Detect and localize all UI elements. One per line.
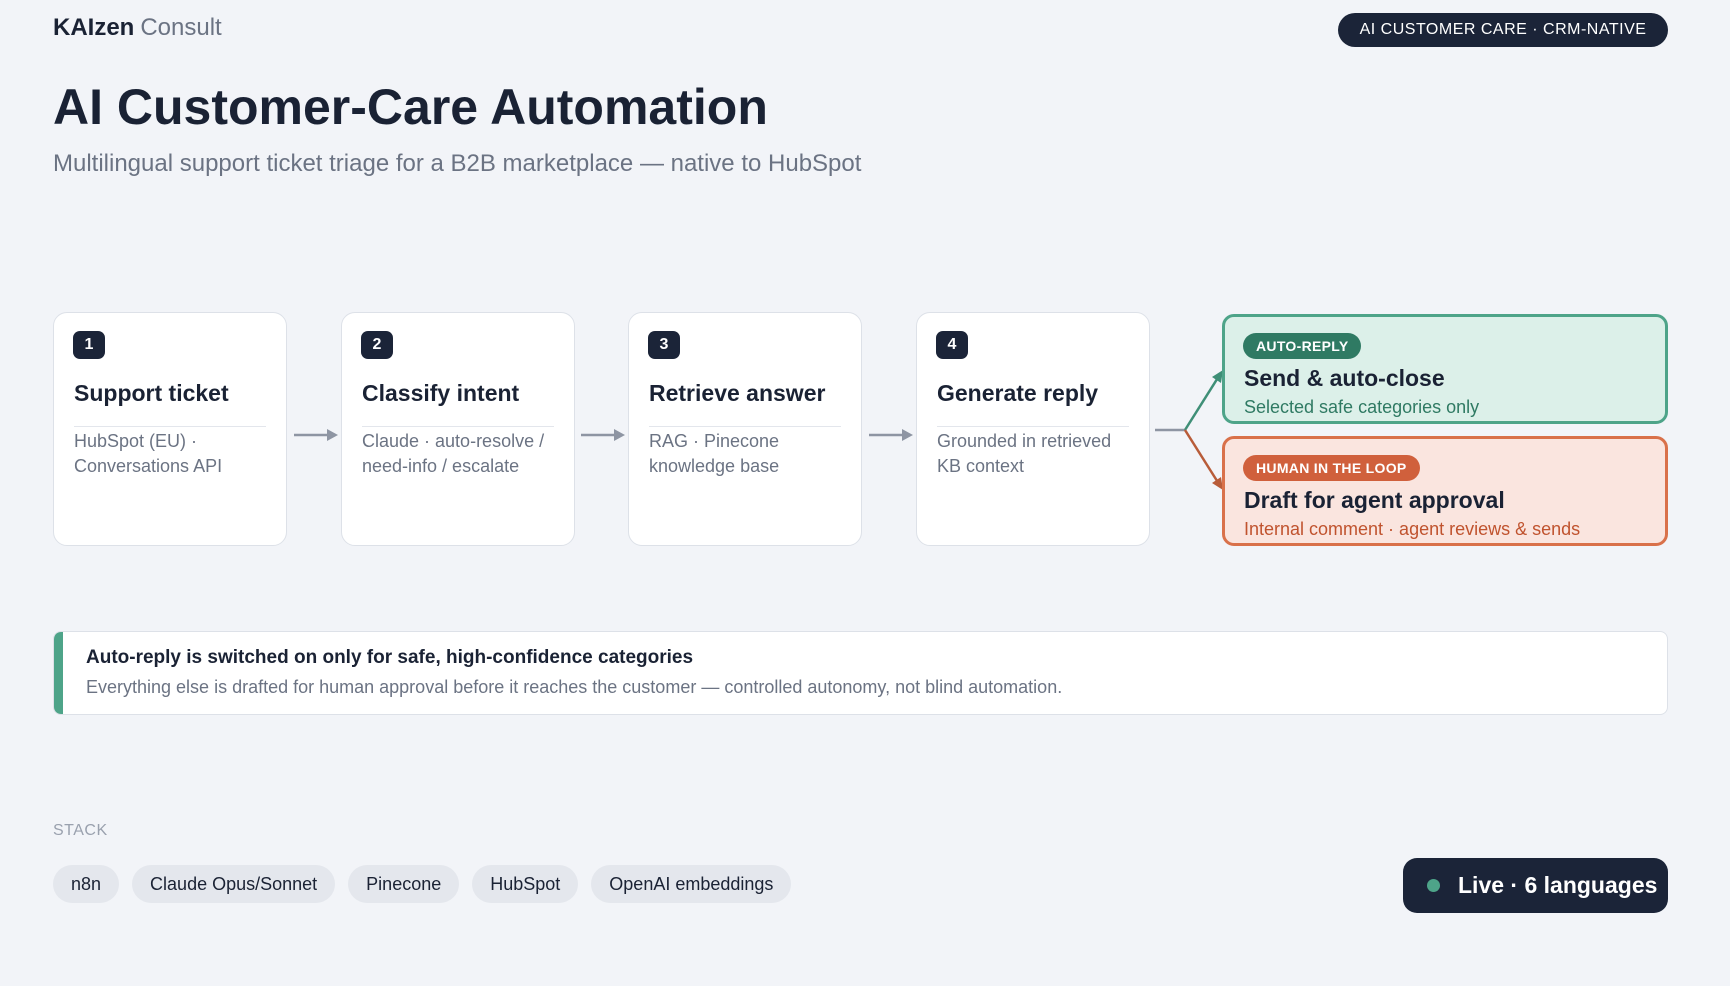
outcome-human-in-loop: HUMAN IN THE LOOP Draft for agent approv… [1222, 436, 1668, 546]
stack-chip: Claude Opus/Sonnet [132, 865, 336, 903]
callout-description: Everything else is drafted for human app… [86, 677, 1063, 697]
category-badge: AI CUSTOMER CARE · CRM-NATIVE [1338, 13, 1668, 47]
step-title: Classify intent [362, 380, 520, 406]
arrow-right-icon [581, 429, 625, 441]
stack-chip: Pinecone [348, 865, 460, 903]
step-classify-intent: 2 Classify intent Claude · auto-resolve … [341, 312, 575, 546]
stack-chip: HubSpot [472, 865, 579, 903]
step-retrieve-answer: 3 Retrieve answer RAG · Pinecone knowled… [628, 312, 862, 546]
outcome-title: Draft for agent approval [1244, 487, 1505, 513]
step-description: Claude · auto-resolve / need-info / esca… [362, 431, 545, 476]
human-in-loop-tag: HUMAN IN THE LOOP [1243, 455, 1420, 481]
step-support-ticket: 1 Support ticket HubSpot (EU) · Conversa… [53, 312, 287, 546]
divider [937, 426, 1129, 427]
divider [362, 426, 554, 427]
auto-reply-tag: AUTO-REPLY [1243, 333, 1362, 359]
step-number: 1 [73, 331, 105, 359]
live-status-label: Live · 6 languages [1458, 872, 1658, 898]
page-title: AI Customer-Care Automation [53, 79, 768, 135]
step-description: HubSpot (EU) · Conversations API [74, 431, 223, 476]
step-number: 4 [936, 331, 968, 359]
stack-label: STACK [53, 822, 108, 839]
arrow-right-icon [294, 429, 338, 441]
stack-chip-list: n8n Claude Opus/Sonnet Pinecone HubSpot … [53, 865, 792, 903]
live-status-badge: Live · 6 languages [1403, 858, 1668, 913]
step-number: 3 [648, 331, 680, 359]
step-title: Retrieve answer [649, 380, 826, 406]
step-title: Support ticket [74, 380, 229, 406]
stack-chip: OpenAI embeddings [591, 865, 792, 903]
divider [74, 426, 266, 427]
step-number: 2 [361, 331, 393, 359]
brand-name: KAIzen [53, 14, 135, 41]
callout-note: Auto-reply is switched on only for safe,… [53, 631, 1668, 715]
step-description: Grounded in retrieved KB context [937, 431, 1112, 476]
step-title: Generate reply [937, 380, 1099, 406]
divider [649, 426, 841, 427]
outcome-description: Internal comment · agent reviews & sends [1244, 519, 1581, 539]
step-description: RAG · Pinecone knowledge base [649, 431, 780, 476]
outcome-auto-reply: AUTO-REPLY Send & auto-close Selected sa… [1222, 314, 1668, 424]
callout-title: Auto-reply is switched on only for safe,… [86, 647, 694, 668]
outcome-title: Send & auto-close [1244, 365, 1445, 391]
outcome-description: Selected safe categories only [1244, 397, 1480, 417]
stack-chip: n8n [53, 865, 120, 903]
branch-connector-icon [1155, 370, 1223, 490]
status-dot-icon [1427, 879, 1440, 892]
callout-accent-bar [54, 632, 63, 714]
arrow-right-icon [869, 429, 913, 441]
brand-suffix: Consult [140, 14, 222, 41]
page-subtitle: Multilingual support ticket triage for a… [53, 150, 862, 177]
step-generate-reply: 4 Generate reply Grounded in retrieved K… [916, 312, 1150, 546]
